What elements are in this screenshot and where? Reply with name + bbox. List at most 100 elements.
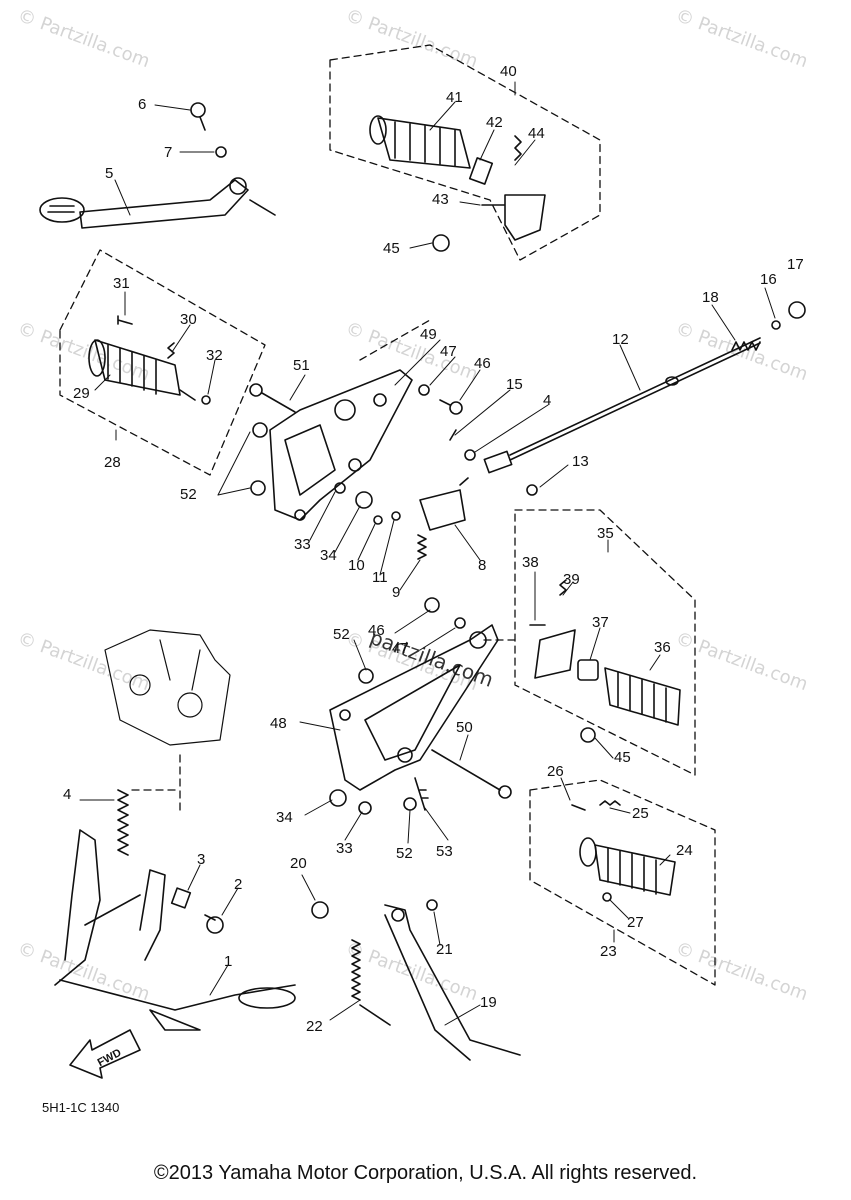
callout-48: 48: [270, 715, 287, 732]
washer-47: [418, 384, 430, 396]
nut-45b: [580, 727, 596, 743]
callout-29: 29: [73, 385, 90, 402]
part-52c: [403, 797, 417, 811]
callout-24: 24: [676, 842, 693, 859]
nut-45: [432, 234, 450, 252]
washer-4: [464, 449, 476, 461]
spring-9: [417, 534, 427, 560]
plate-37: [577, 659, 599, 681]
part-34: [355, 491, 373, 509]
callout-46b: 46: [368, 622, 385, 639]
callout-46: 46: [474, 355, 491, 372]
callout-30: 30: [180, 311, 197, 328]
spring-25: [599, 800, 621, 806]
callout-47: 47: [440, 343, 457, 360]
callout-37: 37: [592, 614, 609, 631]
callout-52c: 52: [396, 845, 413, 862]
nut-21: [426, 899, 438, 911]
callout-12: 12: [612, 331, 629, 348]
shift-pedal-5: [39, 177, 276, 229]
footrest-41: [369, 115, 471, 169]
callout-31: 31: [113, 275, 130, 292]
callout-3: 3: [197, 851, 206, 868]
callout-4: 4: [543, 392, 552, 409]
callout-45: 45: [383, 240, 400, 257]
bolt-53: [414, 777, 429, 811]
callout-33b: 33: [336, 840, 353, 857]
spring-30: [167, 342, 175, 359]
callout-45b: 45: [614, 749, 631, 766]
callout-19: 19: [480, 994, 497, 1011]
pin-15: [449, 429, 457, 441]
callout-7: 7: [164, 144, 173, 161]
callout-47b: 47: [392, 640, 409, 657]
copyright-notice: ©2013 Yamaha Motor Corporation, U.S.A. A…: [153, 1162, 698, 1184]
callout-28: 28: [104, 454, 121, 471]
part-16: [771, 320, 781, 330]
callout-52b: 52: [333, 626, 350, 643]
part-33b: [358, 801, 372, 815]
shaft-8: [419, 477, 469, 531]
callout-39: 39: [563, 571, 580, 588]
spring-39: [559, 579, 567, 596]
callout-38: 38: [522, 554, 539, 571]
callout-11: 11: [372, 569, 388, 586]
callout-32: 32: [206, 347, 223, 364]
plate-42: [468, 157, 494, 185]
center-stand-1: [54, 829, 296, 1031]
callout-40: 40: [500, 63, 517, 80]
part-10: [373, 515, 383, 525]
callout-10: 10: [348, 557, 365, 574]
bolt-13: [526, 484, 538, 496]
bolt-50: [431, 749, 512, 799]
rod-12: [483, 337, 761, 474]
washer-52b: [358, 668, 374, 684]
callout-1: 1: [224, 953, 233, 970]
bracket-38: [529, 624, 576, 679]
callout-34b: 34: [276, 809, 293, 826]
bolt-51: [249, 383, 296, 413]
spring-18: [731, 341, 761, 351]
pin-31: [117, 315, 133, 325]
engine-case: [104, 629, 231, 746]
callout-18: 18: [702, 289, 719, 306]
callout-51: 51: [293, 357, 310, 374]
callout-23: 23: [600, 943, 617, 960]
bracket-48: [329, 624, 499, 791]
spring-44: [514, 135, 522, 161]
callout-49: 49: [420, 326, 437, 343]
callout-2: 2: [234, 876, 243, 893]
plate-3: [170, 887, 192, 909]
callout-4b: 4: [63, 786, 72, 803]
part-34b: [329, 789, 347, 807]
washer-47b: [454, 617, 466, 629]
spring-4b: [117, 789, 129, 856]
part-33: [334, 482, 346, 494]
callout-43: 43: [432, 191, 449, 208]
side-stand-19: [384, 904, 521, 1061]
bracket-43: [481, 194, 546, 241]
callout-6: 6: [138, 96, 147, 113]
callout-34: 34: [320, 547, 337, 564]
callout-33: 33: [294, 536, 311, 553]
callout-35: 35: [597, 525, 614, 542]
callout-21: 21: [436, 941, 453, 958]
callout-9: 9: [392, 584, 401, 601]
callout-22: 22: [306, 1018, 323, 1035]
footrest-29: [88, 339, 196, 401]
callout-8: 8: [478, 557, 487, 574]
leader-lines: [79, 81, 776, 1026]
callout-16: 16: [760, 271, 777, 288]
spring-22: [351, 939, 391, 1026]
callout-25: 25: [632, 805, 649, 822]
fwd-arrow: [69, 1029, 141, 1079]
pin-32: [201, 395, 211, 405]
bolt-2: [204, 914, 224, 934]
bolt-46: [439, 399, 463, 415]
diagram-code: 5H1-1C 1340: [42, 1100, 120, 1115]
callout-13: 13: [572, 453, 589, 470]
callout-52: 52: [180, 486, 197, 503]
callout-41: 41: [446, 89, 463, 106]
